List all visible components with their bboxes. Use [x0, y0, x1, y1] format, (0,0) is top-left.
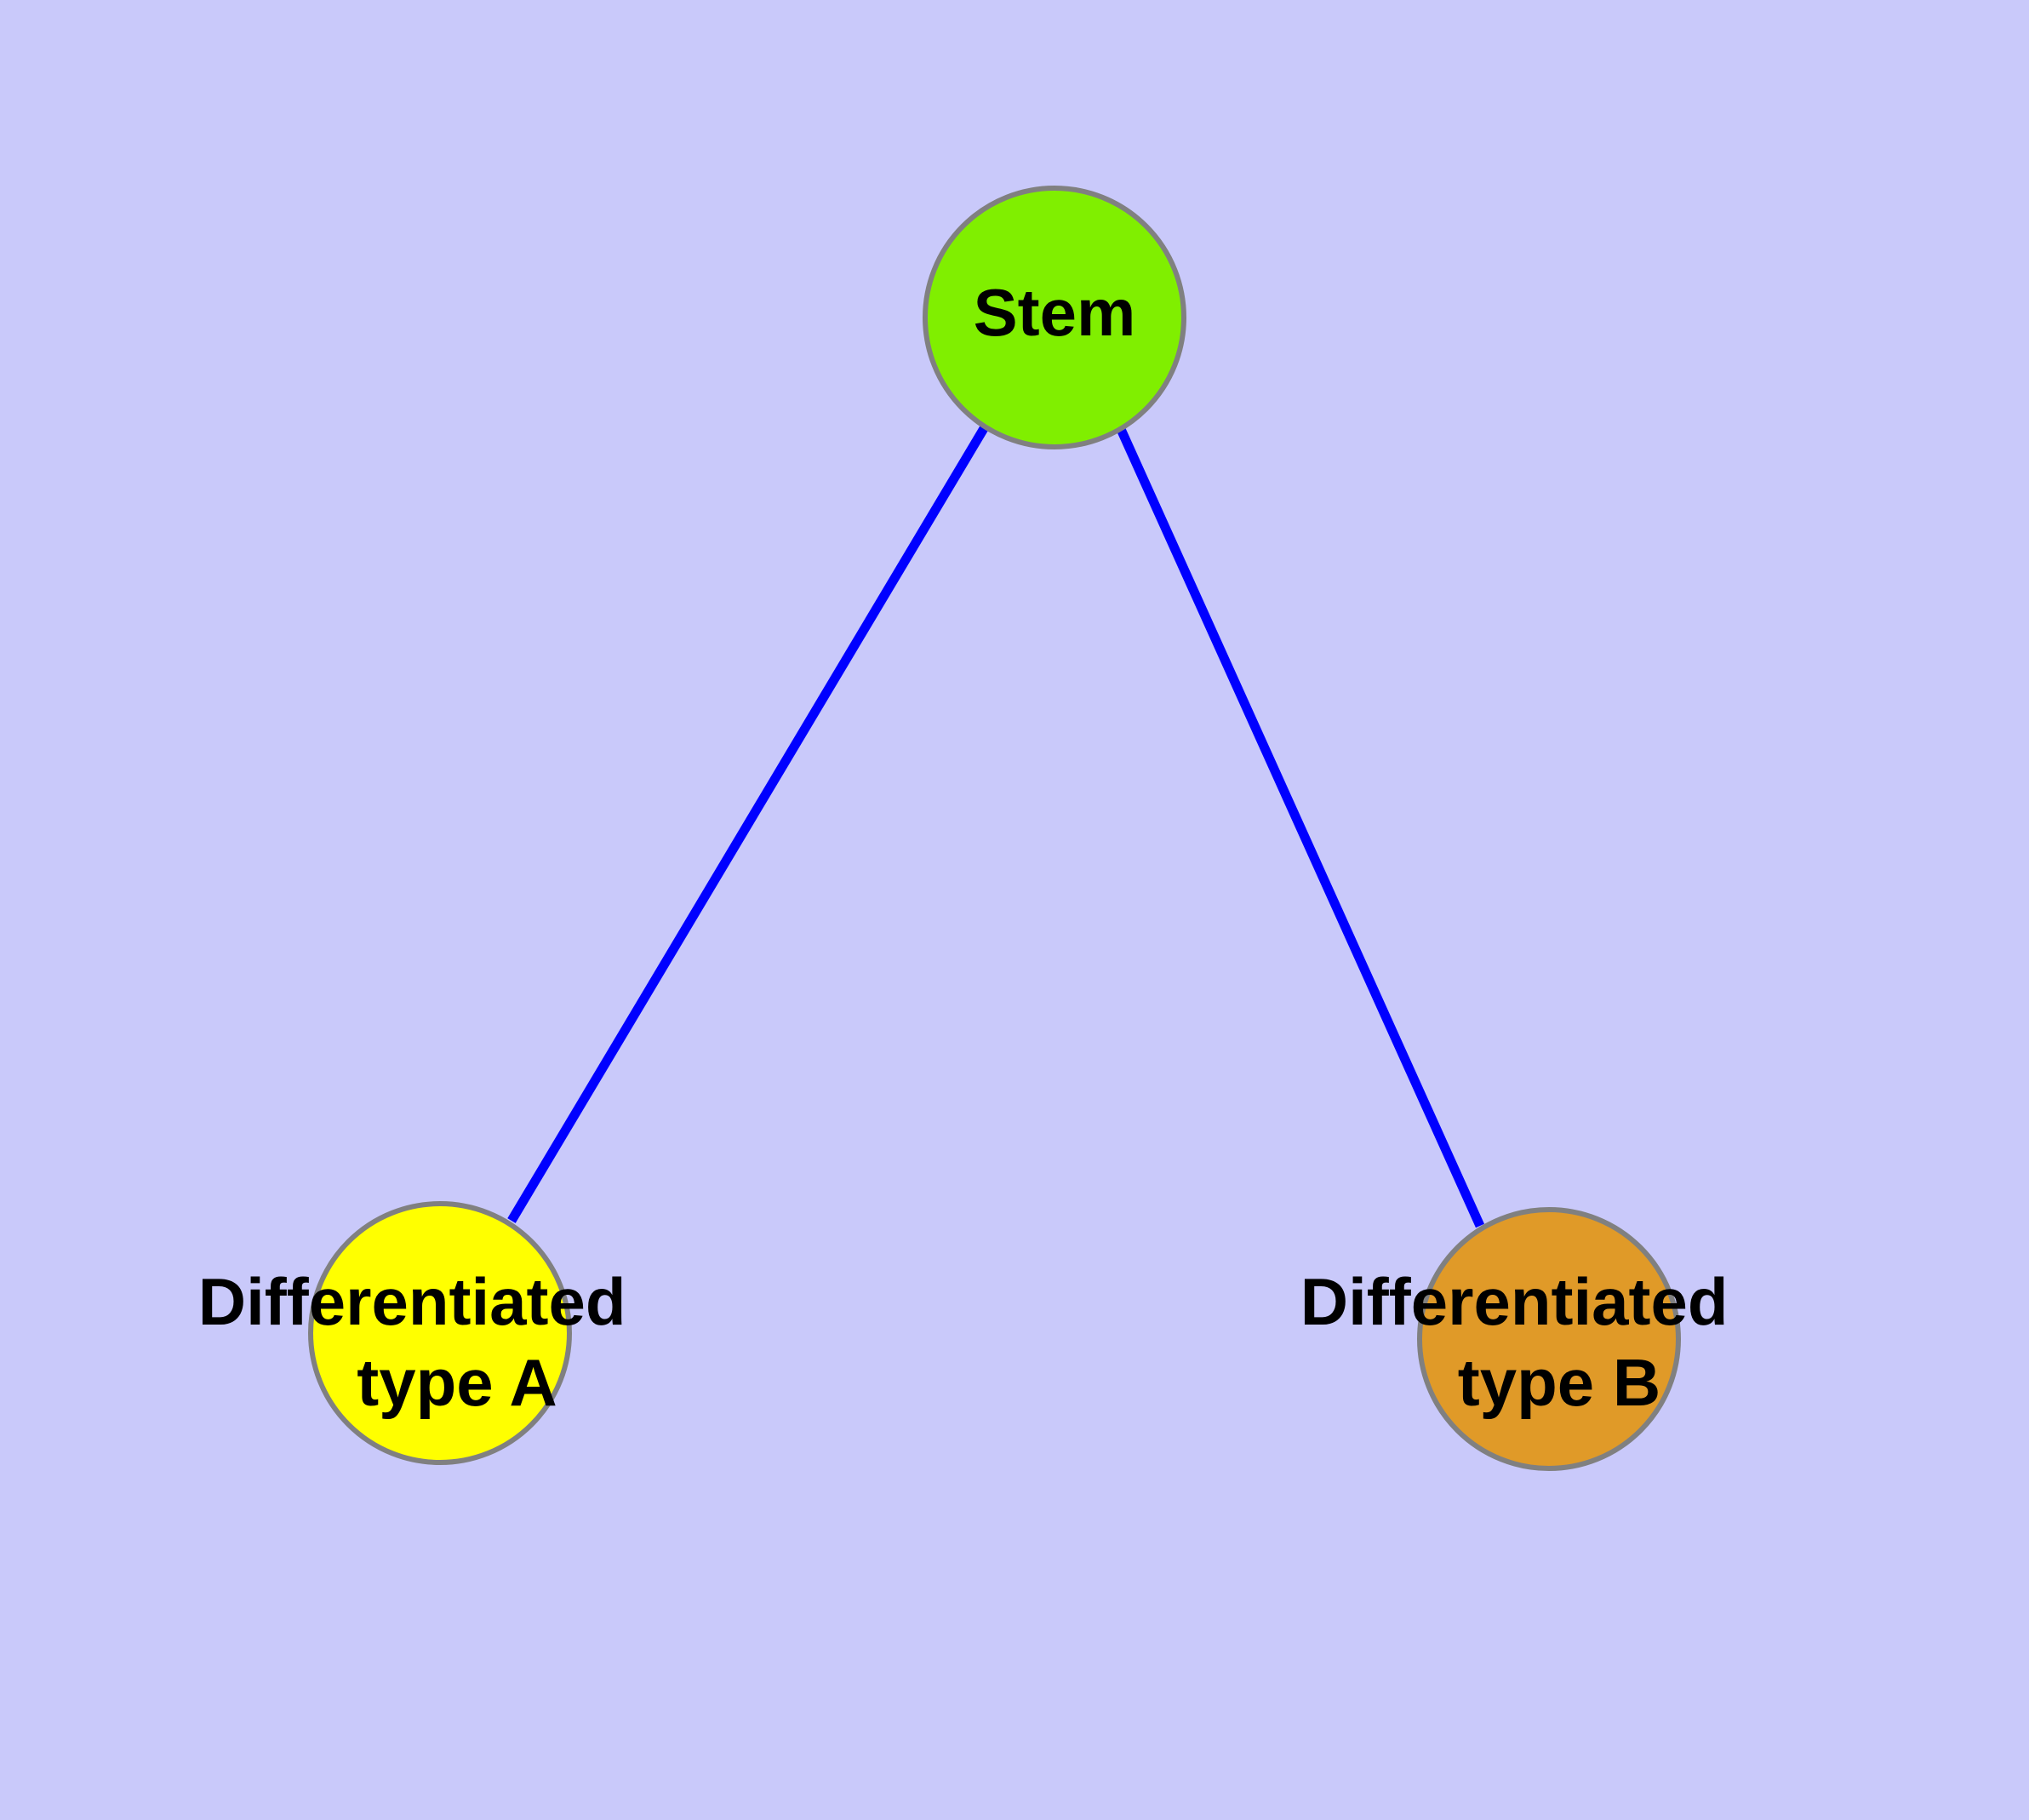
- edge-stem-to-differentiated-type-a[interactable]: [507, 423, 990, 1223]
- node-differentiated-type-b[interactable]: [1417, 1207, 1681, 1471]
- node-label-stem-line1: Stem: [974, 275, 1136, 350]
- node-circle-stem[interactable]: [923, 186, 1186, 449]
- node-circle-differentiated-type-a[interactable]: [308, 1201, 572, 1465]
- node-circle-differentiated-type-b[interactable]: [1417, 1207, 1681, 1471]
- labels-layer: Stem Differentiated type A Differentiate…: [198, 275, 1746, 1420]
- node-label-differentiated-type-b-line2: type B: [1458, 1345, 1660, 1420]
- edges-layer: [507, 423, 1485, 1228]
- edge-stem-to-differentiated-type-b[interactable]: [1115, 425, 1485, 1228]
- node-label-differentiated-type-b-line1: Differentiated: [1300, 1264, 1729, 1339]
- node-label-differentiated-type-a: Differentiated type A: [198, 1264, 644, 1420]
- node-label-differentiated-type-b: Differentiated type B: [1300, 1264, 1746, 1420]
- node-label-differentiated-type-a-line2: type A: [357, 1345, 557, 1420]
- node-differentiated-type-a[interactable]: [308, 1201, 572, 1465]
- nodes-layer: [308, 186, 1681, 1471]
- node-label-differentiated-type-a-line1: Differentiated: [198, 1264, 626, 1339]
- node-stem[interactable]: [923, 186, 1186, 449]
- node-label-stem: Stem: [974, 275, 1136, 350]
